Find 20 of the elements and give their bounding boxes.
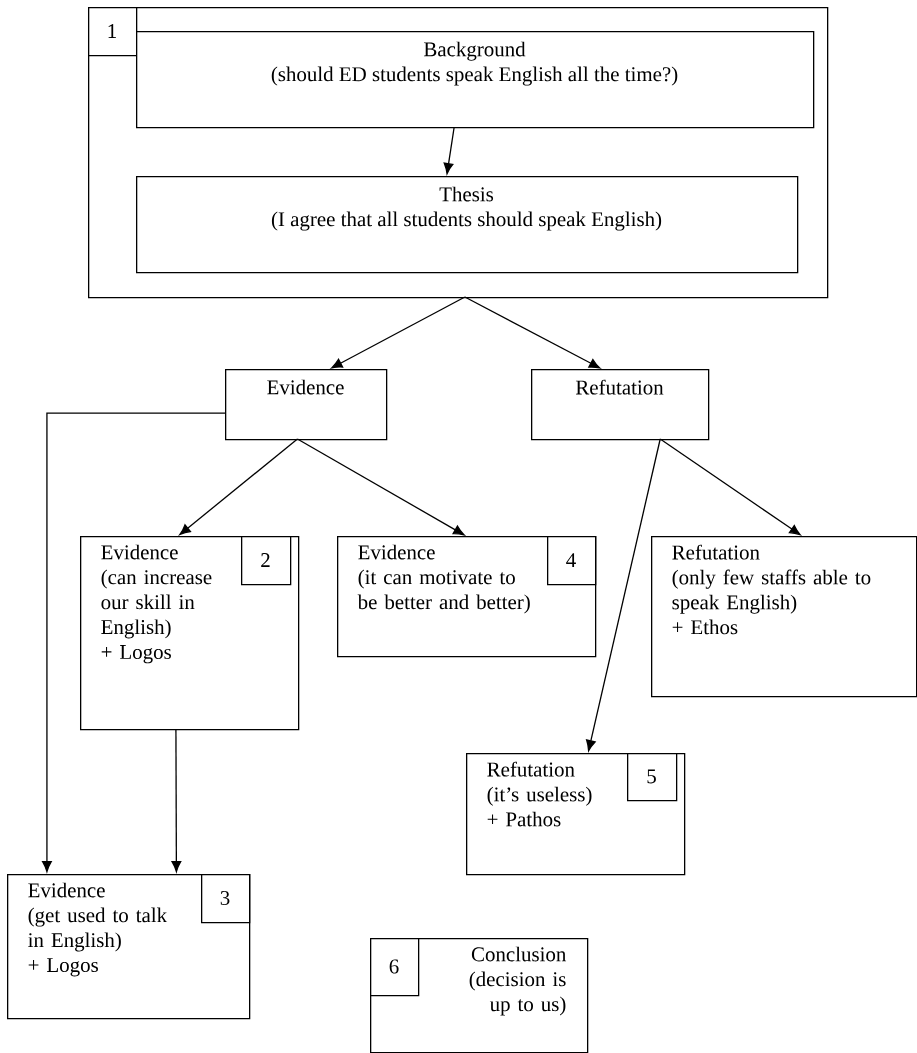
number-tab: 3 [201,874,251,924]
process-box: Background (should ED students speak English all the time?) [136,31,815,129]
process-box: Refutation (only few staffs able to speak English) + Ethos [651,536,917,698]
arrow [171,728,182,873]
process-box: Refutation [531,369,710,441]
arrow [659,438,801,536]
number-tab: 2 [241,536,292,586]
arrow [179,438,299,536]
arrow [42,412,226,873]
process-box: Evidence [225,369,388,441]
arrow [586,438,661,752]
number-tab: 4 [547,536,597,586]
arrow [443,126,455,175]
arrow [331,296,466,369]
arrow [464,296,601,369]
arrow [296,438,465,536]
process-box: Thesis (I agree that all students should speak English) [136,176,799,274]
number-tab: 6 [370,938,420,997]
number-tab: 5 [627,753,678,802]
number-tab: 1 [88,7,138,57]
